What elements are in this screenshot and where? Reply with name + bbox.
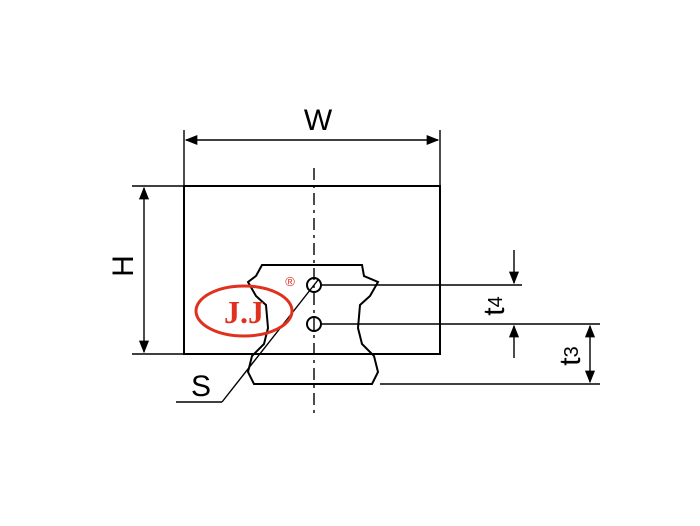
h-label: H (107, 255, 140, 277)
t4-label: t4 (478, 296, 511, 315)
rail-profile (246, 264, 380, 385)
block-outline (183, 185, 441, 355)
s-label: S (191, 370, 211, 403)
s-leader-line (221, 279, 319, 403)
jj-logo: J.J ® (194, 274, 295, 338)
mounting-hole-upper (306, 277, 322, 293)
w-label: W (304, 104, 333, 137)
mounting-hole-lower (306, 316, 322, 332)
svg-text:®: ® (285, 274, 295, 289)
t3-label: t3 (554, 346, 587, 365)
svg-text:J.J: J.J (224, 294, 264, 330)
